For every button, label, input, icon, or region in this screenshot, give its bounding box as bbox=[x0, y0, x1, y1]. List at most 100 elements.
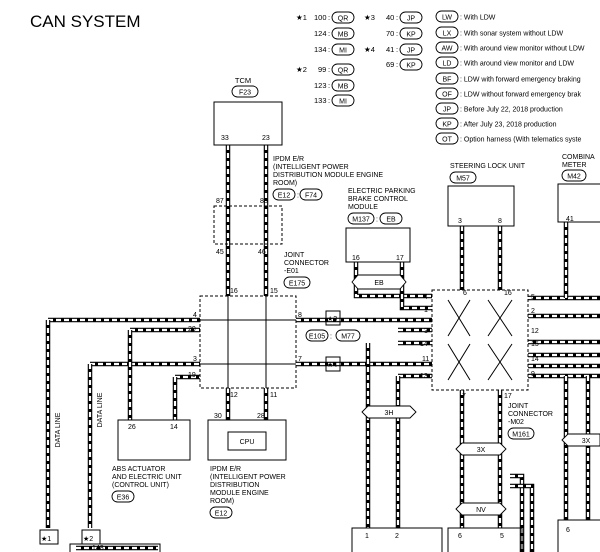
svg-text:NV: NV bbox=[476, 507, 486, 514]
svg-text:F23: F23 bbox=[239, 90, 251, 97]
svg-text:MI: MI bbox=[339, 99, 347, 106]
svg-text::: : bbox=[396, 60, 398, 69]
tag-3h bbox=[361, 405, 417, 419]
svg-text:12: 12 bbox=[230, 392, 238, 399]
svg-text:: With sonar system without LD: : With sonar system without LDW bbox=[460, 31, 563, 38]
svg-text::: : bbox=[328, 45, 330, 54]
svg-text:KP: KP bbox=[442, 122, 452, 129]
svg-text:-E01: -E01 bbox=[284, 268, 299, 275]
svg-text:8: 8 bbox=[298, 312, 302, 319]
svg-text:CPU: CPU bbox=[240, 439, 255, 446]
joint-connector-m02: 4 1 3 14 11 13 6 16 5 2 12 15 14 9 7 17 … bbox=[420, 289, 553, 440]
svg-text:5: 5 bbox=[500, 533, 504, 540]
svg-text:19: 19 bbox=[188, 372, 196, 379]
svg-text:★2: ★2 bbox=[83, 535, 93, 543]
electric-parking-brake-module: ELECTRIC PARKING BRAKE CONTROL MODULE M1… bbox=[345, 188, 416, 290]
svg-text:★1: ★1 bbox=[296, 13, 307, 22]
svg-text:9: 9 bbox=[531, 371, 535, 378]
svg-text:124: 124 bbox=[314, 29, 327, 38]
svg-text:★3: ★3 bbox=[327, 315, 337, 323]
svg-text:33: 33 bbox=[221, 135, 229, 142]
svg-text:MODULE: MODULE bbox=[348, 204, 378, 211]
svg-text:E12: E12 bbox=[278, 193, 291, 200]
svg-text:11: 11 bbox=[422, 356, 429, 363]
svg-text::: : bbox=[328, 65, 330, 74]
svg-text:(CONTROL UNIT): (CONTROL UNIT) bbox=[112, 482, 169, 489]
svg-text:★1: ★1 bbox=[41, 535, 51, 543]
svg-text:MI: MI bbox=[339, 48, 347, 55]
svg-text:: With around view monitor wit: : With around view monitor without LDW bbox=[460, 46, 585, 53]
svg-text:: With around view monitor and: : With around view monitor and LDW bbox=[460, 61, 574, 68]
svg-text:4: 4 bbox=[424, 294, 428, 301]
svg-text:45: 45 bbox=[216, 249, 224, 256]
svg-text:: LDW with forward emergency b: : LDW with forward emergency braking bbox=[460, 77, 581, 84]
svg-text:M137: M137 bbox=[352, 217, 370, 224]
svg-text:46: 46 bbox=[258, 249, 266, 256]
bottom-middle-component: 1 2 bbox=[351, 527, 443, 552]
svg-text:M77: M77 bbox=[341, 334, 355, 341]
svg-text:QR: QR bbox=[338, 68, 349, 75]
svg-text:26: 26 bbox=[128, 424, 136, 431]
combination-meter: COMBINA METER M42 41 bbox=[557, 154, 600, 223]
svg-text:JP: JP bbox=[407, 48, 416, 55]
svg-text:28: 28 bbox=[257, 413, 265, 420]
svg-text:ROOM): ROOM) bbox=[273, 180, 297, 187]
svg-text:: Before July 22, 2018 product: : Before July 22, 2018 production bbox=[460, 107, 563, 114]
svg-text:AND ELECTRIC UNIT: AND ELECTRIC UNIT bbox=[112, 474, 182, 481]
svg-text:2: 2 bbox=[531, 308, 535, 315]
svg-text:13: 13 bbox=[420, 373, 428, 380]
svg-text:3H: 3H bbox=[385, 410, 394, 417]
svg-text:ROOM): ROOM) bbox=[210, 498, 234, 505]
svg-text:CONNECTOR: CONNECTOR bbox=[284, 260, 329, 267]
svg-text:E12: E12 bbox=[215, 511, 228, 518]
svg-text:11: 11 bbox=[270, 392, 277, 399]
junction-star-markers: ★3 ★4 E105 : M77 bbox=[305, 310, 361, 372]
svg-text:CONNECTOR: CONNECTOR bbox=[508, 411, 553, 418]
legend-definitions: LW: With LDW LX: With sonar system witho… bbox=[435, 10, 585, 145]
svg-text:23: 23 bbox=[262, 135, 270, 142]
svg-text:16: 16 bbox=[230, 288, 238, 295]
svg-text:JOINT: JOINT bbox=[508, 403, 529, 410]
svg-text::: : bbox=[328, 29, 330, 38]
svg-text:BF: BF bbox=[443, 77, 452, 84]
data-line-label-left: DATA LINE bbox=[55, 412, 62, 447]
svg-text:-M02: -M02 bbox=[508, 419, 524, 426]
svg-text:17: 17 bbox=[396, 255, 404, 262]
svg-text:16: 16 bbox=[352, 255, 360, 262]
svg-text:ABS ACTUATOR: ABS ACTUATOR bbox=[112, 466, 165, 473]
ipdm-top-component: IPDM E/R (INTELLIGENT POWER DISTRIBUTION… bbox=[213, 156, 383, 256]
svg-text:EB: EB bbox=[374, 280, 384, 287]
svg-text:MODULE ENGINE: MODULE ENGINE bbox=[210, 490, 269, 497]
svg-text:1: 1 bbox=[424, 307, 428, 314]
svg-text:15: 15 bbox=[531, 341, 539, 348]
svg-text:88: 88 bbox=[260, 198, 268, 205]
wire-layer bbox=[45, 145, 600, 552]
svg-text:100: 100 bbox=[314, 13, 327, 22]
svg-text:6: 6 bbox=[463, 290, 467, 297]
svg-text:★3: ★3 bbox=[364, 13, 375, 22]
svg-text:148: 148 bbox=[92, 545, 104, 552]
svg-text:M57: M57 bbox=[456, 176, 470, 183]
svg-text:JP: JP bbox=[443, 107, 452, 114]
svg-text:: With LDW: : With LDW bbox=[460, 15, 496, 22]
svg-text:3: 3 bbox=[193, 356, 197, 363]
svg-text:133: 133 bbox=[314, 96, 327, 105]
tag-3x-right bbox=[561, 433, 600, 447]
tag-3x bbox=[455, 442, 507, 456]
svg-text:DISTRIBUTION MODULE ENGINE: DISTRIBUTION MODULE ENGINE bbox=[273, 172, 383, 179]
legend-star-group-2: ★2 99: QR 123: MB 133: MI bbox=[296, 63, 355, 107]
svg-text:MB: MB bbox=[338, 32, 349, 39]
svg-text:IPDM E/R: IPDM E/R bbox=[273, 156, 304, 163]
svg-text:14: 14 bbox=[420, 341, 428, 348]
svg-text:LW: LW bbox=[442, 15, 452, 22]
svg-text:3: 3 bbox=[424, 328, 428, 335]
svg-text:3: 3 bbox=[458, 218, 462, 225]
svg-text::: : bbox=[297, 193, 299, 200]
svg-text:TCM: TCM bbox=[235, 76, 251, 85]
svg-text:★4: ★4 bbox=[327, 361, 337, 369]
svg-text:E105: E105 bbox=[309, 334, 325, 341]
svg-text::: : bbox=[396, 45, 398, 54]
ipdm-bottom-component: 30 28 CPU IPDM E/R (INTELLIGENT POWER DI… bbox=[207, 413, 287, 519]
svg-text:15: 15 bbox=[270, 288, 278, 295]
